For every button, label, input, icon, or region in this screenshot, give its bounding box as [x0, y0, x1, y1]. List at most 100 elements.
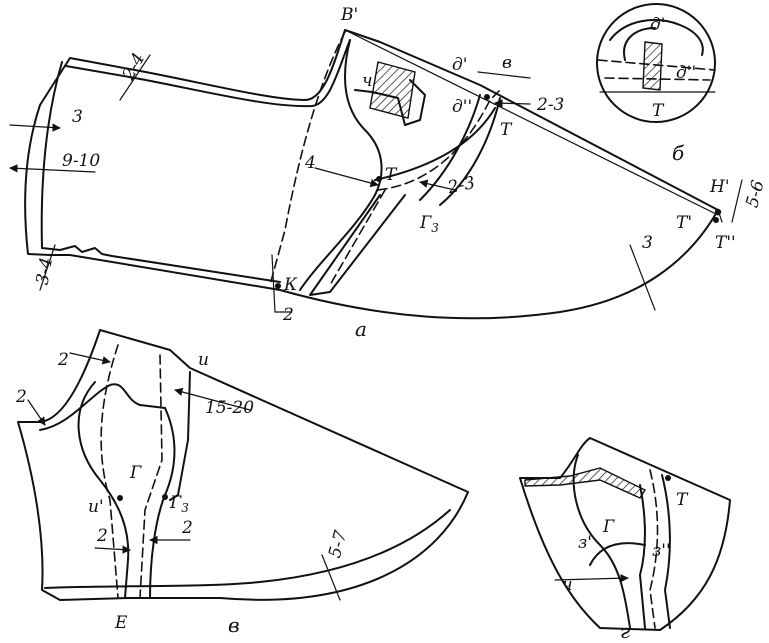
- label-b1: В': [340, 5, 358, 25]
- figure-g-line-3: [661, 474, 671, 629]
- dim-line-bottom-left: [39, 244, 56, 291]
- figure-b: д' д'' Т б: [596, 3, 716, 165]
- figure-v: и и' Г Г3 Е в 2 2 15-20 2 2 5-7: [15, 329, 469, 637]
- label-g-t: Т: [676, 490, 689, 510]
- figure-g-reference: [589, 437, 731, 501]
- figure-b-curve-top: [609, 19, 704, 56]
- dim-arrow-left-3: [9, 123, 61, 132]
- dim-arrow-mid-4: [314, 167, 379, 188]
- dim-v-top: [69, 352, 111, 365]
- label-t2: Т'': [715, 233, 736, 253]
- dim-left-inner: 3: [72, 107, 83, 127]
- label-g3: Г3: [419, 213, 439, 235]
- label-g-g: Г: [602, 517, 615, 537]
- dim-mid-ch: 4: [304, 153, 316, 173]
- label-b-d1: д': [650, 15, 665, 35]
- label-t-mid: Т: [385, 165, 398, 185]
- figure-g-line-2: [639, 484, 646, 629]
- figure-v-label: в: [228, 613, 240, 637]
- figure-a-vamp-dashed-2: [377, 89, 501, 191]
- figure-v-bottom-inner: [44, 509, 451, 589]
- dim-right-top: 2-3: [536, 95, 564, 115]
- figure-v-inner-contour: [39, 383, 166, 431]
- point-t-mid: [376, 176, 382, 182]
- figure-a-vamp-dashed-1: [269, 31, 346, 286]
- label-k: К: [283, 275, 298, 295]
- label-g3v: Г3: [169, 493, 189, 515]
- figure-v-dashed-2: [139, 354, 163, 599]
- figure-a-heel-cap: [354, 79, 426, 126]
- figure-b-label: б: [672, 141, 685, 165]
- point-u1: [117, 495, 123, 501]
- dim-v-mid-left-text: 2: [96, 526, 108, 546]
- label-h1: Н': [709, 177, 730, 197]
- dim-bottom-left: 3-4: [33, 256, 57, 286]
- point-h1: [714, 208, 722, 216]
- dim-line-top: [119, 54, 151, 101]
- point-g-t: [665, 475, 671, 481]
- dim-v-u: [174, 387, 251, 411]
- figure-a-reference-line: [344, 29, 719, 216]
- dim-v-left: [27, 399, 46, 426]
- label-g-ch: ч: [562, 575, 573, 595]
- dim-v-u-text: 15-20: [205, 398, 254, 418]
- label-t: Т: [500, 120, 513, 140]
- dim-mid-right: 2-3: [445, 173, 477, 198]
- point-k: [275, 283, 281, 289]
- figure-a-right-strip: [419, 94, 481, 201]
- figure-b-hatched: [642, 41, 663, 91]
- dim-right-vert: 5-6: [742, 178, 768, 210]
- dim-v-top-text: 2: [57, 350, 69, 370]
- dim-arrow-right-23: [494, 99, 531, 108]
- dim-line-curve-3: [629, 244, 656, 311]
- figure-a: В' д' д'' в Т Т ч Г3 Н' Т' Т'' К а 2-4 3…: [9, 5, 769, 341]
- label-g: Г: [129, 463, 142, 483]
- figure-g-dashed-1: [649, 469, 659, 629]
- figure-a-label: а: [355, 317, 367, 341]
- label-e: Е: [114, 613, 128, 633]
- figure-a-bottom-inner: [41, 245, 281, 283]
- figure-g-outer: [519, 437, 731, 631]
- point-g3: [162, 494, 168, 500]
- figure-a-vamp-dashed-3: [329, 189, 386, 286]
- dim-g-ch: [554, 574, 629, 583]
- figure-b-dashed-1: [597, 59, 716, 71]
- label-t1: Т': [676, 213, 692, 233]
- dim-arrow-mid-23: [419, 179, 456, 191]
- figure-a-vamp-line-2: [374, 107, 496, 181]
- label-b-d2: д'': [676, 63, 696, 83]
- dim-v-left-text: 2: [15, 387, 27, 407]
- label-d2: д'': [452, 97, 472, 117]
- dim-v-mid-right-text: 2: [181, 518, 193, 538]
- figure-v-outer-contour: [17, 329, 469, 601]
- dim-line-v: [477, 71, 531, 79]
- figure-g: Т Г з' з'' ч г: [519, 437, 731, 643]
- figure-v-reference: [189, 367, 469, 493]
- figure-g-label: г: [620, 619, 630, 643]
- figure-b-dashed-2: [604, 77, 711, 81]
- figure-a-inner-contour: [65, 39, 351, 108]
- dim-v-curve-text: 5-7: [325, 528, 351, 560]
- label-b-t: Т: [652, 101, 665, 121]
- figure-g-line-1: [572, 454, 631, 629]
- figure-v-dashed-1: [100, 344, 119, 599]
- figure-g-hatch-top: [524, 467, 647, 499]
- dim-line-k: [271, 254, 276, 313]
- dim-bottom-curve: 3: [642, 233, 653, 253]
- dim-v-mid-left: [94, 545, 131, 554]
- label-g-z1: з': [578, 533, 592, 553]
- point-t1: [713, 217, 719, 223]
- dim-arrow-left-9-10: [9, 164, 96, 173]
- figure-b-detail-circle: [596, 3, 716, 123]
- label-d1: д': [452, 55, 467, 75]
- figure-a-tongue: [309, 194, 406, 296]
- figure-a-outer-contour: [24, 29, 719, 320]
- dim-k: 2: [282, 305, 294, 325]
- label-g-z2: з'': [652, 541, 671, 561]
- figure-g-vamp: [589, 542, 646, 566]
- point-t-top: [484, 94, 490, 100]
- figure-a-hatched-block: [369, 61, 416, 119]
- label-v: в: [502, 53, 512, 73]
